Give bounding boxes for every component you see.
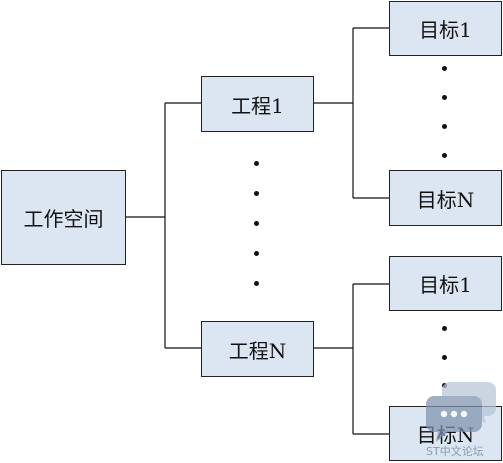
ellipsis-dot xyxy=(442,153,447,158)
node-project-n-label: 工程N xyxy=(228,338,287,363)
ellipsis-dot xyxy=(442,124,447,129)
ellipsis-dot xyxy=(442,66,447,71)
ellipsis-dot xyxy=(254,281,259,286)
ellipsis-dot xyxy=(254,191,259,196)
node-target-na: 目标N xyxy=(389,170,502,226)
node-target-1a: 目标1 xyxy=(389,1,502,56)
node-target-1b: 目标1 xyxy=(389,256,502,311)
ellipsis-dot xyxy=(442,95,447,100)
ellipsis-dot xyxy=(254,251,259,256)
node-root: 工作空间 xyxy=(1,170,126,265)
chat-bubble-icon xyxy=(426,382,496,442)
watermark-text: ST中文论坛 xyxy=(426,445,484,458)
ellipsis-dot xyxy=(254,161,259,166)
ellipsis-dot xyxy=(442,355,447,360)
node-target-1b-label: 目标1 xyxy=(419,273,472,297)
ellipsis-dot xyxy=(442,326,447,331)
node-project-1: 工程1 xyxy=(201,76,314,132)
node-project-1-label: 工程1 xyxy=(231,93,284,118)
node-project-n: 工程N xyxy=(201,321,314,377)
node-target-1a-label: 目标1 xyxy=(419,18,472,42)
ellipsis-dot xyxy=(254,221,259,226)
node-root-label: 工作空间 xyxy=(23,207,104,231)
node-target-na-label: 目标N xyxy=(416,187,475,212)
